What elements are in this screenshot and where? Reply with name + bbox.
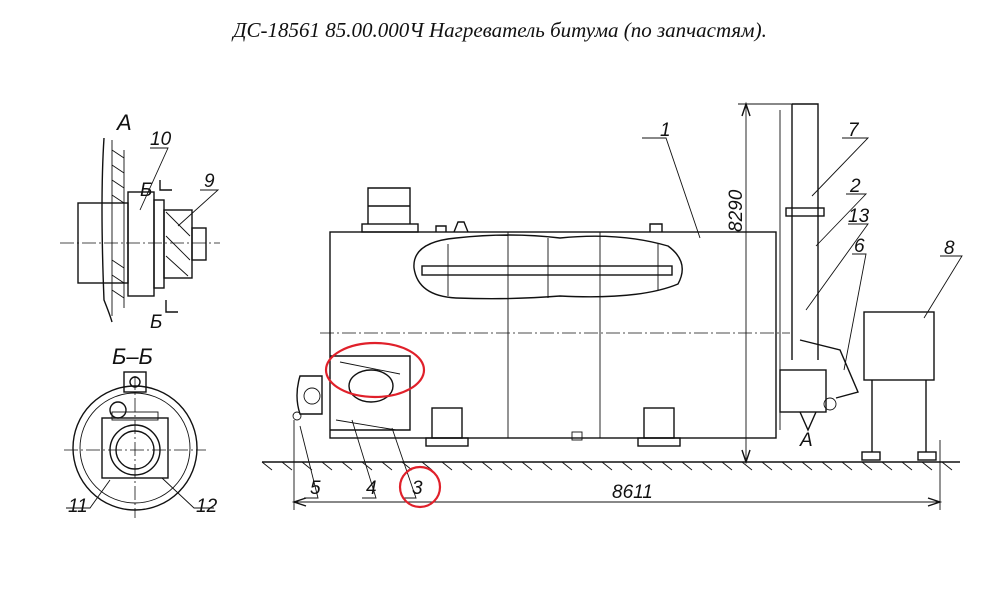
detail-a-label: А (115, 110, 132, 135)
callout-9: 9 (204, 171, 215, 192)
control-cabinet-legs (871, 380, 927, 452)
dim-height-value: 8290 (726, 189, 747, 232)
leader-1 (642, 137, 701, 239)
support-right (643, 407, 675, 439)
main-elevation-view: А 1 7 2 13 6 8 5 4 3 8290 8611 (261, 101, 963, 510)
detail-a-cut-arrow-bottom (165, 300, 178, 313)
end-unit-fitting (823, 397, 837, 411)
detail-a-burner-body (163, 209, 193, 279)
section-b-leader-12 (161, 477, 214, 509)
section-b-lug (123, 371, 147, 393)
chimney (791, 103, 819, 360)
support-left-base (425, 437, 469, 447)
detail-a-flange-plate (153, 199, 165, 289)
chimney-band (785, 207, 825, 217)
burner-unit-5 (296, 375, 323, 415)
leader-3 (391, 427, 417, 499)
chimney-duct-13 (799, 339, 859, 399)
tank-lifting-frame (367, 187, 411, 224)
callout-4: 4 (366, 478, 377, 499)
detail-a-leader-10 (139, 147, 169, 211)
detail-a-nozzle (191, 227, 207, 261)
callout-11: 11 (68, 496, 88, 517)
section-b-label: Б–Б (112, 344, 153, 369)
callout-3: 3 (412, 478, 423, 499)
control-cabinet-foot-right (917, 451, 937, 461)
section-b-leader-11 (66, 479, 111, 509)
tank-cutaway (413, 234, 683, 300)
dim-length-arrows (291, 497, 943, 507)
ground-hatch (261, 461, 953, 471)
drawing-title: ДС-18561 85.00.000Ч Нагреватель битума (… (233, 18, 767, 42)
end-unit (779, 369, 827, 413)
detail-a-leader-9 (177, 189, 220, 227)
control-cabinet-foot-left (861, 451, 881, 461)
end-unit-nozzle (799, 411, 817, 432)
leader-4 (351, 419, 377, 499)
drain-valve (571, 431, 583, 441)
detail-a-cut-arrow-top (159, 180, 172, 191)
dim-length-value: 8611 (612, 482, 653, 503)
firebox-housing (330, 355, 411, 431)
support-right-base (637, 437, 681, 447)
main-marker-a: А (799, 430, 813, 451)
leader-5 (299, 425, 319, 499)
tank-body (329, 231, 777, 439)
detail-a-insulation-hatch (111, 149, 125, 299)
control-cabinet (863, 311, 935, 381)
detail-view-a: А Б Б 10 9 (60, 110, 220, 333)
firebox-flue (348, 369, 394, 403)
support-left (431, 407, 463, 439)
highlight-circle-callout-3 (398, 465, 442, 509)
callout-2: 2 (849, 176, 861, 197)
dim-height-arrows (741, 101, 751, 465)
leader-13 (805, 223, 869, 311)
section-view-b-b: Б–Б 11 12 (64, 344, 218, 518)
firebox-details (335, 361, 401, 431)
callout-10: 10 (150, 129, 172, 150)
burner-unit-5-fitting (292, 411, 302, 421)
detail-a-cut-mark-top: Б (140, 180, 152, 201)
detail-a-wall-outer (101, 137, 113, 323)
leader-8 (923, 255, 963, 319)
callout-7: 7 (848, 120, 860, 141)
callout-12: 12 (196, 496, 218, 517)
leader-2 (815, 193, 868, 247)
internal-pipe (421, 265, 673, 276)
callout-13: 13 (848, 206, 870, 227)
callout-5: 5 (310, 478, 321, 499)
leader-7 (811, 137, 870, 197)
tank-lugs (435, 221, 663, 233)
leader-6 (843, 253, 867, 371)
highlight-ellipse-part-3 (324, 341, 426, 399)
callout-6: 6 (854, 236, 865, 257)
burner-unit-5-ring (303, 387, 321, 405)
detail-a-burner-hatch (165, 211, 191, 277)
detail-a-wall-inner (111, 140, 125, 316)
callout-1: 1 (660, 120, 671, 141)
callout-8: 8 (944, 238, 955, 259)
detail-a-cut-mark-bottom: Б (150, 312, 162, 333)
tank-manhole (361, 223, 419, 233)
